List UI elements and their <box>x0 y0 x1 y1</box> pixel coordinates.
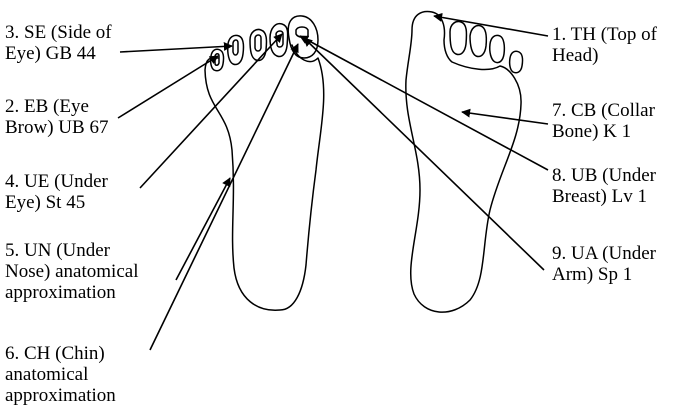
label-line: 3. SE (Side of <box>5 22 112 43</box>
arrow-cb <box>462 112 548 124</box>
arrow-eb <box>118 56 218 118</box>
label-line: Breast) Lv 1 <box>552 186 656 207</box>
label-top-of-head: 1. TH (Top of Head) <box>552 24 657 66</box>
label-line: Head) <box>552 45 657 66</box>
label-line: Brow) UB 67 <box>5 117 108 138</box>
label-line: 6. CH (Chin) <box>5 343 116 364</box>
label-eye-brow: 2. EB (Eye Brow) UB 67 <box>5 96 108 138</box>
right-toe-5 <box>510 51 523 73</box>
label-line: Eye) GB 44 <box>5 43 112 64</box>
label-line: 7. CB (Collar <box>552 100 655 121</box>
label-under-breast: 8. UB (Under Breast) Lv 1 <box>552 165 656 207</box>
left-toe-2 <box>270 24 288 57</box>
left-foot <box>205 16 324 310</box>
arrow-un <box>176 178 230 280</box>
label-line: 4. UE (Under <box>5 171 108 192</box>
label-line: Arm) Sp 1 <box>552 264 656 285</box>
label-collar-bone: 7. CB (Collar Bone) K 1 <box>552 100 655 142</box>
pointer-arrows <box>118 16 548 350</box>
label-line: 1. TH (Top of <box>552 24 657 45</box>
right-toe-3 <box>470 25 486 56</box>
label-line: 2. EB (Eye <box>5 96 108 117</box>
label-chin: 6. CH (Chin) anatomical approximation <box>5 343 116 406</box>
label-line: anatomical <box>5 364 116 385</box>
label-line: approximation <box>5 385 116 406</box>
label-under-arm: 9. UA (Under Arm) Sp 1 <box>552 243 656 285</box>
label-line: 8. UB (Under <box>552 165 656 186</box>
label-line: Eye) St 45 <box>5 192 108 213</box>
left-toe-3 <box>250 29 266 60</box>
right-foot <box>406 12 523 313</box>
arrow-ua <box>304 38 544 270</box>
label-line: 9. UA (Under <box>552 243 656 264</box>
label-line: Nose) anatomical <box>5 261 138 282</box>
label-line: Bone) K 1 <box>552 121 655 142</box>
label-side-of-eye: 3. SE (Side of Eye) GB 44 <box>5 22 112 64</box>
label-line: approximation <box>5 282 138 303</box>
right-toe-4 <box>490 35 505 62</box>
left-foot-sole <box>205 45 324 310</box>
label-under-nose: 5. UN (Under Nose) anatomical approximat… <box>5 240 138 303</box>
label-under-eye: 4. UE (Under Eye) St 45 <box>5 171 108 213</box>
right-toe-2 <box>450 21 466 54</box>
arrow-ch <box>150 44 298 350</box>
label-line: 5. UN (Under <box>5 240 138 261</box>
